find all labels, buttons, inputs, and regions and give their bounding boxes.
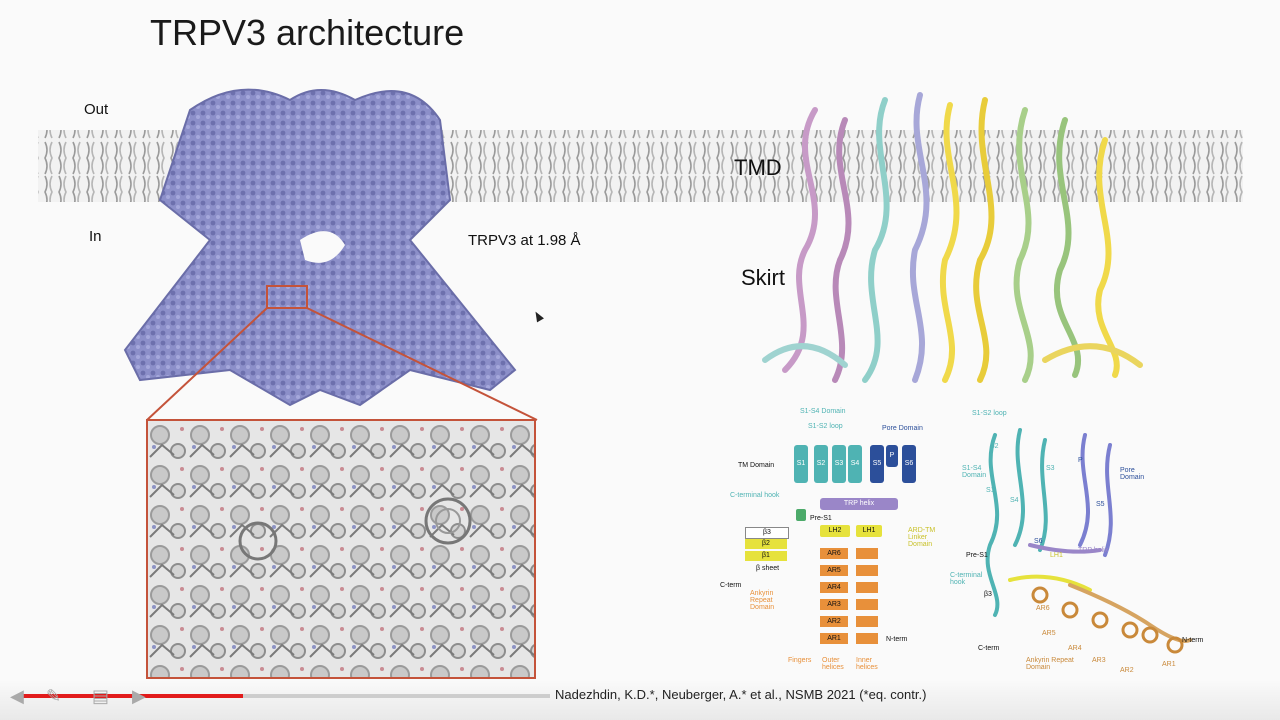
- label-resolution: TRPV3 at 1.98 Å: [468, 232, 581, 249]
- ribbon-s3: S3: [1046, 465, 1055, 472]
- ribbon-ar5: AR5: [1042, 630, 1056, 637]
- ribbon-c-terminal-hook: C-terminal hook: [950, 572, 983, 586]
- ribbon-c-term: C-term: [978, 645, 1000, 652]
- ribbon-n-term: N-term: [1182, 637, 1204, 644]
- topo-helix-s3: S3: [832, 445, 846, 483]
- citation: Nadezhdin, K.D.*, Neuberger, A.* et al.,…: [555, 687, 927, 702]
- ribbon-ar3: AR3: [1092, 657, 1106, 664]
- ribbon-pore-domain: Pore Domain: [1120, 467, 1145, 481]
- cryo-em-density-map: [123, 88, 517, 407]
- protomer-ribbon-diagram: S1-S2 loop S2 S3 S1-S4 Domain S1 S4 P Po…: [950, 405, 1220, 680]
- ribbon-ar2: AR2: [1120, 667, 1134, 674]
- topo-ar1: AR1: [820, 633, 848, 644]
- topo-pre-s1: Pre-S1: [810, 515, 832, 522]
- topo-beta-sheet: β sheet: [756, 565, 780, 572]
- ribbon-ar1: AR1: [1162, 661, 1176, 668]
- protomer-ribbon-drawing: [985, 428, 1192, 654]
- ribbon-s6: S6: [1034, 538, 1043, 545]
- topo-helix-s4: S4: [848, 445, 862, 483]
- topo-beta-1: β1: [745, 551, 787, 561]
- topo-label-fingers: Fingers: [788, 657, 812, 664]
- topo-label-outer: Outer helices: [822, 657, 844, 671]
- back-arrow-icon[interactable]: ◀: [10, 686, 24, 706]
- topo-ar4: AR4: [820, 582, 848, 593]
- topo-helix-p: P: [886, 445, 898, 467]
- topo-lh1: LH1: [856, 525, 882, 537]
- topo-helix-s1: S1: [794, 445, 808, 483]
- label-in: In: [89, 228, 102, 245]
- topo-beta-3: β3: [745, 527, 789, 539]
- ribbon-s1s4: S1-S4 Domain: [962, 465, 987, 479]
- topo-trp-helix: TRP helix: [820, 498, 898, 510]
- topo-ankyrin-domain: Ankyrin Repeat Domain: [750, 590, 775, 611]
- ribbon-pre-s1: Pre-S1: [966, 552, 988, 559]
- video-progress-fill: [20, 694, 243, 698]
- topo-helix-s6: S6: [902, 445, 916, 483]
- topo-ar3: AR3: [820, 599, 848, 610]
- label-tmd: TMD: [734, 155, 782, 180]
- topo-lh2: LH2: [820, 525, 850, 537]
- topo-c-terminal-hook: C-terminal hook: [730, 492, 780, 499]
- ribbon-ankyrin-domain: Ankyrin Repeat Domain: [1026, 657, 1074, 671]
- topo-helix-s2: S2: [814, 445, 828, 483]
- zoomed-density-mesh: [148, 421, 534, 677]
- topology-diagram: S1-S4 Domain S1-S2 loop Pore Domain TM D…: [710, 405, 950, 675]
- label-out: Out: [84, 101, 109, 118]
- topo-ard-tm-linker: ARD-TM Linker Domain: [908, 527, 936, 548]
- topo-pre-s1-block: [796, 509, 806, 521]
- ribbon-ar6: AR6: [1036, 605, 1050, 612]
- topo-inner-helices: [856, 548, 878, 644]
- ribbon-s5: S5: [1096, 501, 1105, 508]
- ribbon-ar4: AR4: [1068, 645, 1082, 652]
- topo-n-term: N-term: [886, 636, 908, 643]
- density-zoom-panel: [146, 419, 536, 679]
- ribbon-s4: S4: [1010, 497, 1019, 504]
- pen-icon[interactable]: ✎: [46, 686, 62, 706]
- topo-s1s4-domain: S1-S4 Domain: [800, 408, 846, 415]
- forward-arrow-icon[interactable]: ▶: [132, 686, 146, 706]
- label-skirt: Skirt: [741, 265, 785, 290]
- ribbon-s2: S2: [990, 443, 999, 450]
- ribbon-s1: S1: [986, 487, 995, 494]
- topo-pore-domain: Pore Domain: [882, 425, 923, 432]
- ribbon-lh1: LH1: [1050, 552, 1063, 559]
- ribbon-s1s2-loop: S1-S2 loop: [972, 410, 1007, 417]
- topo-ar2: AR2: [820, 616, 848, 627]
- topo-ar5: AR5: [820, 565, 848, 576]
- topo-beta-2: β2: [745, 539, 787, 549]
- topo-helix-s5: S5: [870, 445, 884, 483]
- topo-ar6: AR6: [820, 548, 848, 559]
- topo-label-inner: Inner helices: [856, 657, 878, 671]
- topo-s1s2-loop: S1-S2 loop: [808, 423, 843, 430]
- topo-c-term: C-term: [720, 582, 742, 589]
- video-control-bar: [0, 680, 1280, 720]
- video-progress-track[interactable]: [20, 694, 550, 698]
- ribbon-beta3: β3: [984, 591, 992, 598]
- topo-tm-domain: TM Domain: [738, 462, 775, 469]
- ribbon-p: P: [1078, 457, 1083, 464]
- tetramer-ribbon-model: [762, 92, 1143, 383]
- slide-title: TRPV3 architecture: [150, 12, 465, 53]
- slides-icon[interactable]: ▤: [92, 686, 110, 706]
- ribbon-trp-helix: TRP helix: [1078, 547, 1109, 554]
